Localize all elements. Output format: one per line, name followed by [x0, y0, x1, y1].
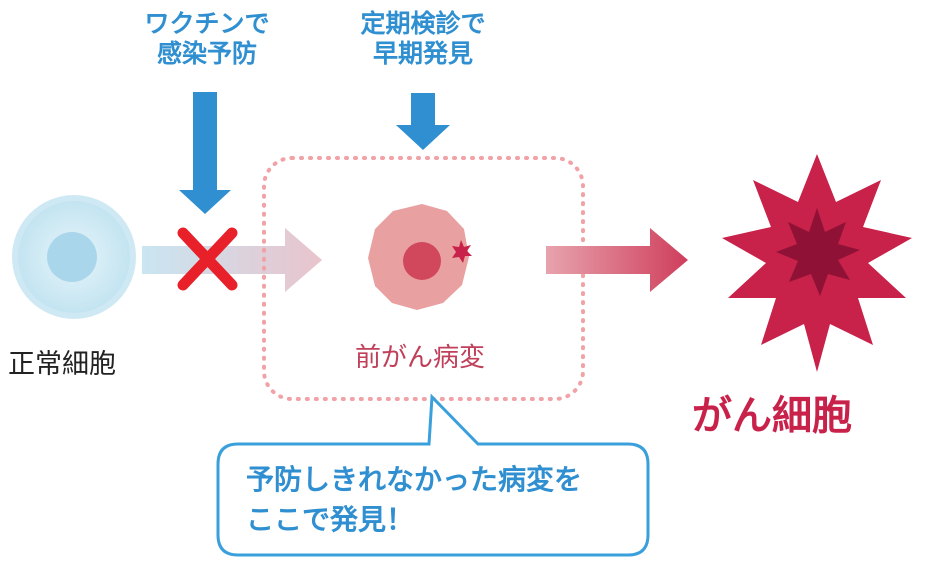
- callout-bubble: [216, 393, 650, 557]
- block-x-icon: [177, 227, 238, 291]
- arrow-progression: [546, 228, 688, 292]
- vaccine-label: ワクチンで 感染予防: [132, 9, 282, 69]
- precancer-cell-icon: [368, 204, 472, 310]
- normal-cell-label: 正常細胞: [8, 349, 116, 380]
- callout-line1: 予防しきれなかった病変を: [246, 463, 583, 496]
- screening-down-arrow: [396, 93, 450, 150]
- arrow-blocked: [142, 228, 322, 292]
- screening-label-line1: 定期検診で: [360, 9, 486, 38]
- screening-label: 定期検診で 早期発見: [338, 9, 508, 69]
- cancer-cell-icon: [722, 154, 912, 372]
- vaccine-down-arrow: [179, 92, 231, 214]
- screening-label-line2: 早期発見: [372, 39, 473, 68]
- callout-text: 予防しきれなかった病変を ここで発見！: [246, 460, 626, 540]
- precancer-label: 前がん病変: [355, 343, 486, 373]
- vaccine-label-line1: ワクチンで: [144, 9, 270, 38]
- cancer-cell-label: がん細胞: [692, 393, 852, 439]
- vaccine-label-line2: 感染予防: [156, 39, 257, 68]
- normal-cell-icon: [12, 195, 136, 319]
- callout-line2: ここで発見！: [246, 503, 415, 536]
- precancer-dotted-box: [262, 156, 585, 401]
